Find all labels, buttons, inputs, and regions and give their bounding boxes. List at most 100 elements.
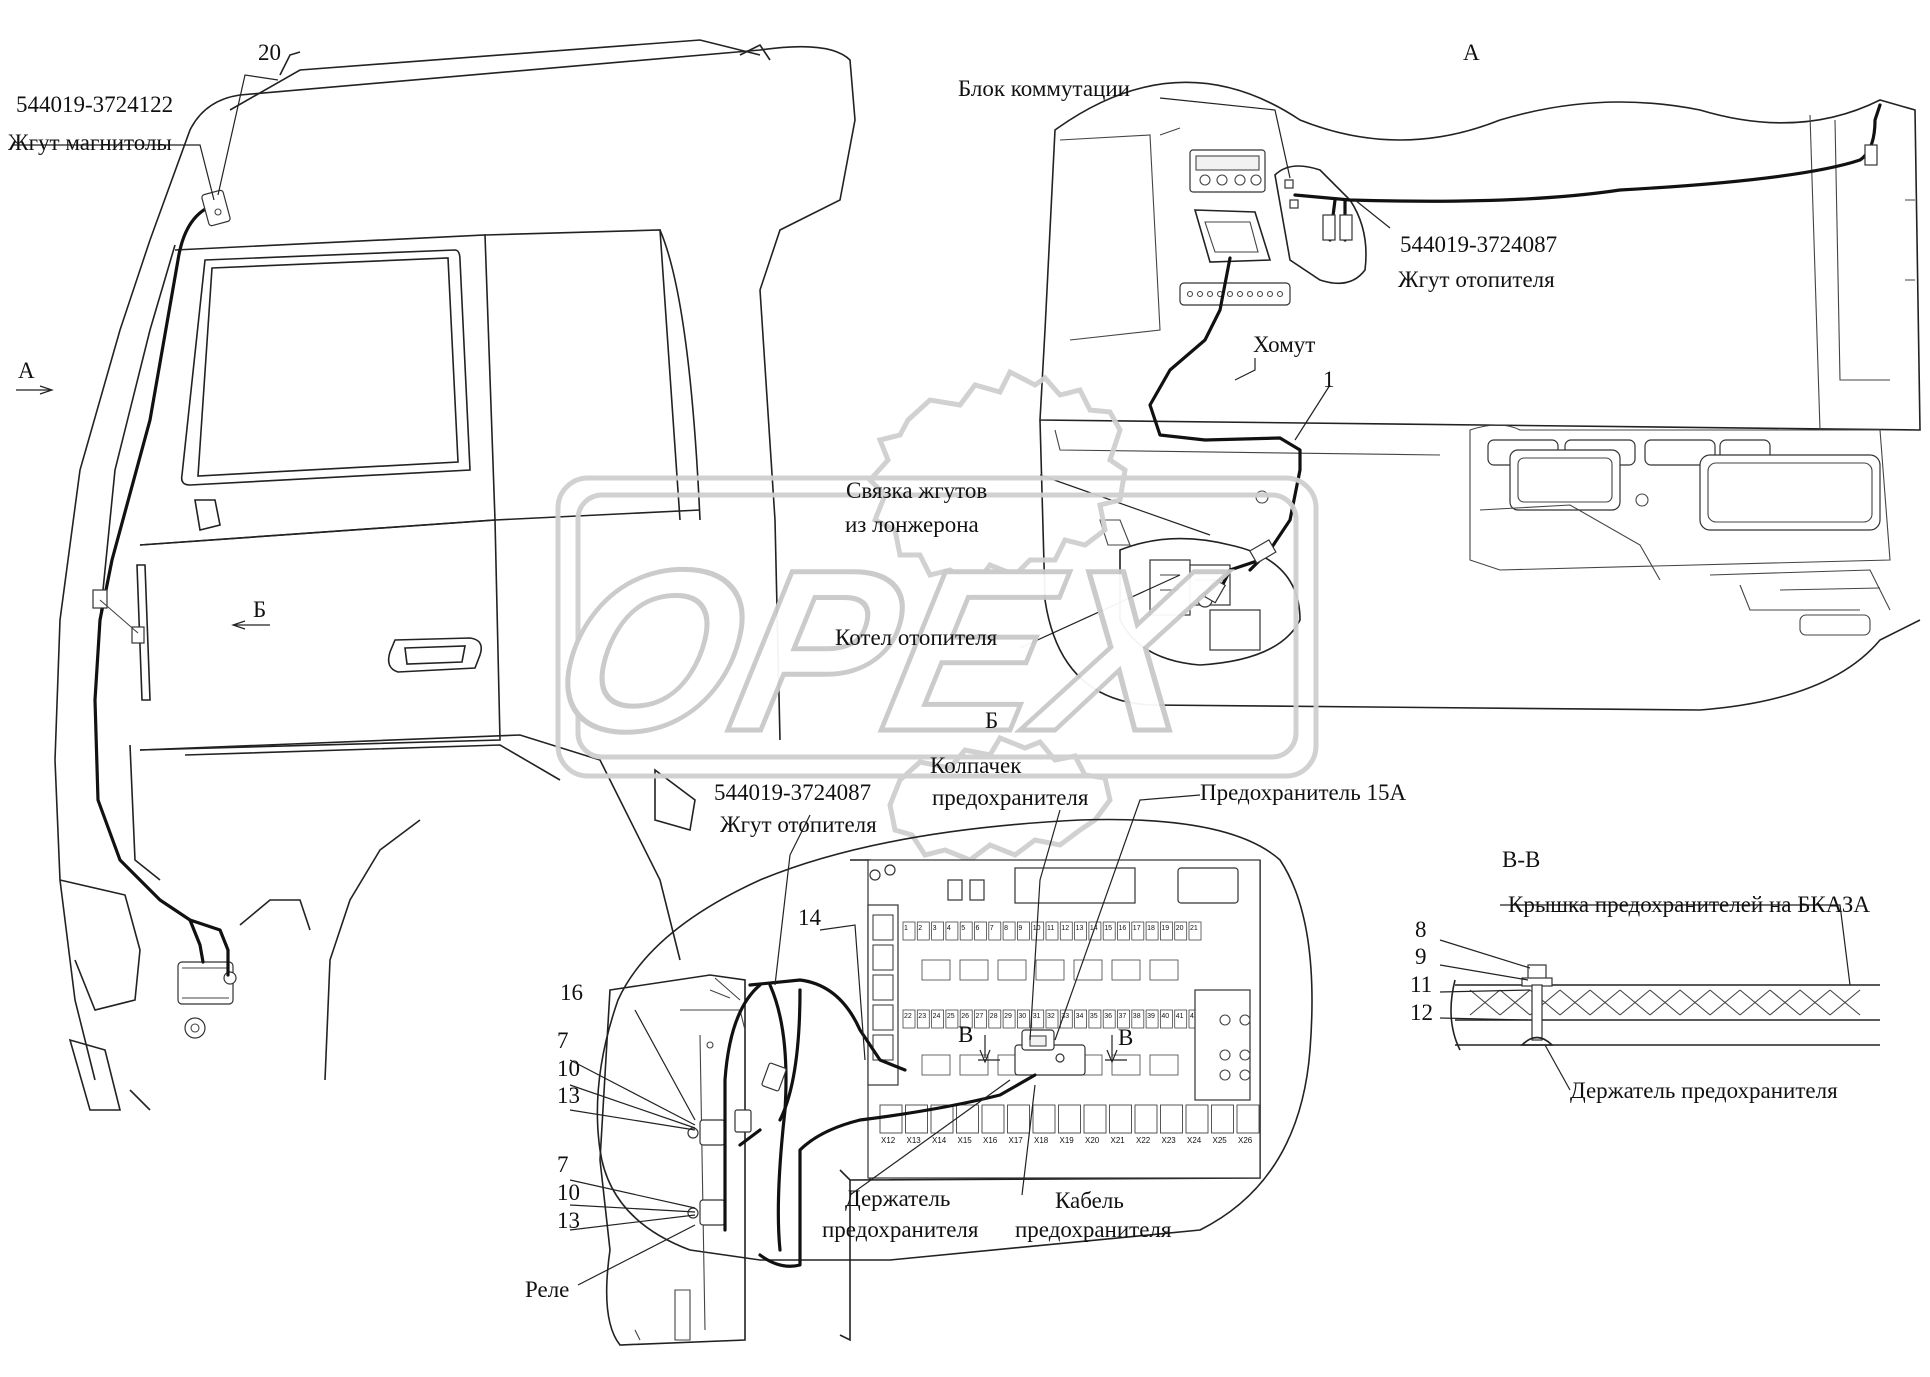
connector-label: X16 [983, 1136, 998, 1145]
fuse-slot [1145, 1009, 1159, 1029]
fuse-slot [1074, 921, 1087, 941]
connector-slot [1134, 1104, 1158, 1134]
fuse-number: 39 [1147, 1013, 1155, 1020]
labels: 20 544019-3724122 Жгут магнитолы А Б А Б… [8, 40, 1870, 1302]
position-7b: 7 [557, 1152, 569, 1177]
fuse-number: 18 [1147, 925, 1155, 932]
connector-label: X14 [932, 1136, 947, 1145]
fuse-slot [1131, 1009, 1145, 1029]
connector-slot [930, 1104, 954, 1134]
fuse-number: 2 [918, 925, 922, 932]
fuse-holder-line2: предохранителя [822, 1217, 979, 1242]
truck-cab-view [12, 39, 856, 1111]
section-mark-v1: В [958, 1022, 973, 1047]
fuse-slot [1160, 921, 1173, 941]
fuse-number: 23 [918, 1013, 926, 1020]
fuse-number: 17 [1133, 925, 1141, 932]
fuse-number: 5 [961, 925, 965, 932]
fuse-slot [1045, 921, 1059, 941]
fuse-number: 19 [1161, 925, 1169, 932]
relay-cell [959, 959, 989, 981]
switch-block-label: Блок коммутации [958, 76, 1130, 101]
fuse-number: 24 [933, 1013, 941, 1020]
fuse-number: 3 [933, 925, 937, 932]
fuse-slot [974, 1009, 987, 1029]
fuse-slot [959, 921, 973, 941]
connector-slot [1007, 1104, 1030, 1134]
connector-label: X17 [1009, 1136, 1024, 1145]
fuse-slot [974, 921, 987, 941]
fuse-number: 36 [1104, 1013, 1112, 1020]
watermark: OPEX [532, 368, 1319, 863]
connector-label: X24 [1187, 1136, 1202, 1145]
fuse-slot [1160, 1009, 1173, 1029]
heater-harness-name-bottom: Жгут отопителя [720, 812, 877, 837]
position-14: 14 [798, 905, 822, 930]
fuse-slot [988, 1009, 1002, 1029]
fuse-slot [959, 1009, 973, 1029]
radio-harness-name: Жгут магнитолы [8, 130, 172, 155]
position-8: 8 [1415, 917, 1427, 942]
position-20: 20 [258, 40, 281, 65]
fuse-slot [1017, 1009, 1030, 1029]
connector-label: X12 [881, 1136, 896, 1145]
fuse-number: 14 [1090, 925, 1098, 932]
fuse-slot [931, 1009, 944, 1029]
fuse-number: 32 [1047, 1013, 1055, 1020]
fuse-number: 4 [947, 925, 951, 932]
fuse-number: 9 [1018, 925, 1022, 932]
fuse-number: 40 [1161, 1013, 1169, 1020]
section-mark-v2: В [1118, 1025, 1133, 1050]
fuse-slot [1174, 1009, 1188, 1029]
fuse-cap-line2: предохранителя [932, 785, 1089, 810]
position-10b: 10 [557, 1180, 580, 1205]
fuse-number: 21 [1190, 925, 1198, 932]
fuse-number: 38 [1133, 1013, 1141, 1020]
fuse-number: 27 [976, 1013, 984, 1020]
connector-slot [1236, 1104, 1260, 1134]
fuse-holder-line1: Держатель [845, 1186, 950, 1211]
fuse-number: 33 [1061, 1013, 1069, 1020]
fuse-cap-line1: Колпачек [930, 753, 1022, 778]
fuse-slot [1017, 921, 1030, 941]
fuse-holder-section-label: Держатель предохранителя [1570, 1078, 1838, 1103]
heater-boiler-label: Котел отопителя [835, 625, 998, 650]
fuse-slot [1002, 921, 1016, 941]
fuse-slot [1102, 921, 1116, 941]
fuse-slot [1131, 921, 1145, 941]
fuse-slot [1088, 1009, 1102, 1029]
section-v-v [1439, 904, 1880, 1091]
section-vv-title: В-В [1502, 847, 1540, 872]
fuse-number: 25 [947, 1013, 955, 1020]
relay-cell [1149, 1054, 1179, 1076]
fuse-number: 20 [1176, 925, 1184, 932]
view-b-title: Б [985, 708, 998, 733]
fuse-slot [1059, 1009, 1073, 1029]
connector-label: X22 [1136, 1136, 1151, 1145]
fuse-cable-line1: Кабель [1055, 1188, 1124, 1213]
fuse-number: 8 [1004, 925, 1008, 932]
view-a-dashboard [1019, 81, 1921, 711]
view-a-title: А [1463, 40, 1480, 65]
position-13a: 13 [557, 1083, 580, 1108]
fuse-slot [988, 921, 1002, 941]
fuse-number: 42 [1190, 1013, 1198, 1020]
fuse-slot [945, 921, 959, 941]
fuse-cable-line2: предохранителя [1015, 1217, 1172, 1242]
position-10a: 10 [557, 1056, 580, 1081]
fuse-number: 37 [1119, 1013, 1127, 1020]
connector-label: X21 [1111, 1136, 1126, 1145]
position-7a: 7 [557, 1028, 569, 1053]
fuse-slot [1145, 921, 1159, 941]
connector-slot [879, 1104, 903, 1134]
fuse-number: 31 [1033, 1013, 1041, 1020]
fuse-number: 7 [990, 925, 994, 932]
connector-slot [1109, 1104, 1132, 1134]
position-12: 12 [1410, 1000, 1433, 1025]
fuse-number: 29 [1004, 1013, 1012, 1020]
fuse-number: 6 [976, 925, 980, 932]
fuse-15a-label: Предохранитель 15А [1200, 780, 1406, 805]
relay-cell [1149, 959, 1179, 981]
